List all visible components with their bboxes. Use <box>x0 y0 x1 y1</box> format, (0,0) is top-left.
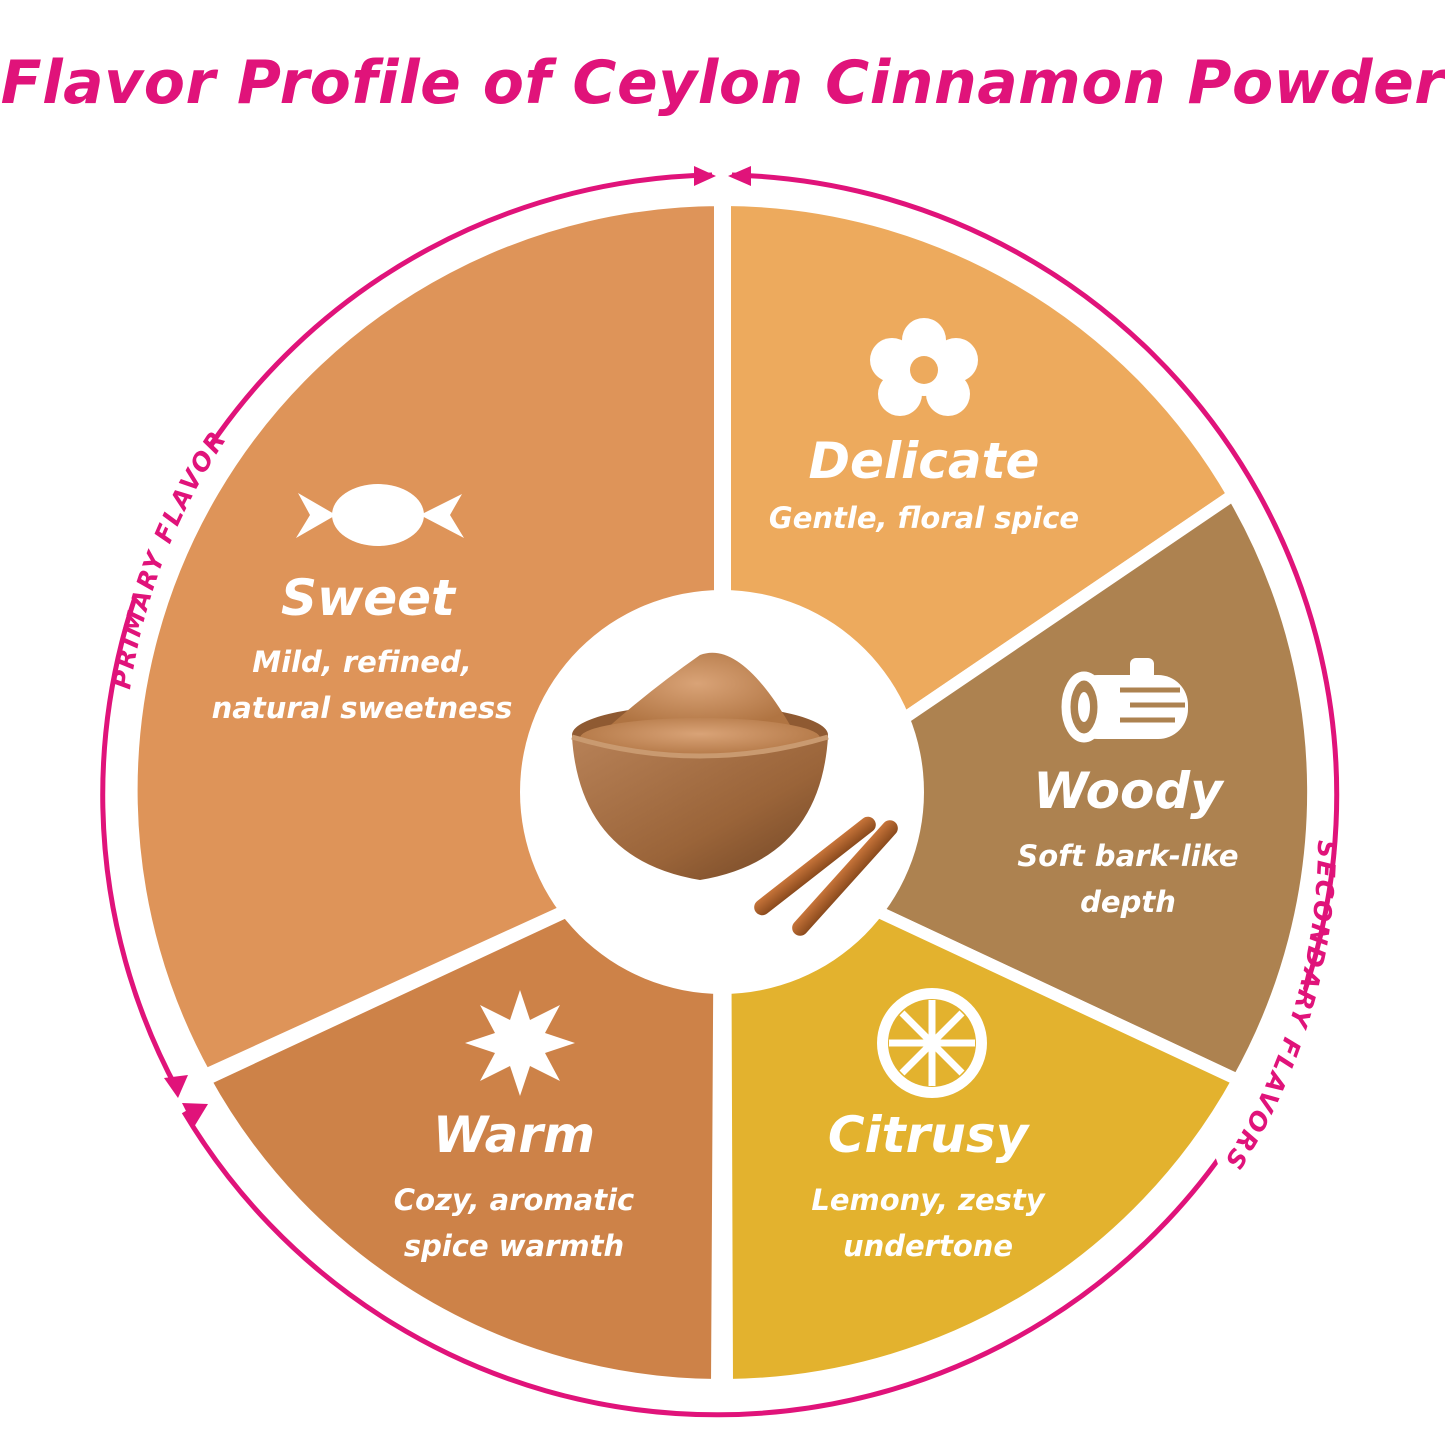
warm-title: Warm <box>433 1106 595 1164</box>
sweet-title: Sweet <box>281 569 457 627</box>
arrowhead-bottom-left <box>164 1075 188 1098</box>
wheel-segments <box>125 194 1320 1391</box>
sweet-desc-line-1: Mild, refined, <box>252 645 472 679</box>
citrusy-desc-line-1: Lemony, zesty <box>811 1183 1045 1217</box>
segment-citrusy[interactable] <box>719 834 1244 1391</box>
woody-desc-line-1: Soft bark-like <box>1017 839 1238 873</box>
starburst-icon <box>465 990 575 1096</box>
center-image <box>520 590 924 994</box>
segment-woody[interactable] <box>719 489 1320 1086</box>
arrowhead-bottom-right <box>182 1103 208 1127</box>
candy-icon <box>296 484 464 546</box>
cinnamon-sticks <box>754 816 898 936</box>
citrusy-title: Citrusy <box>828 1106 1031 1164</box>
log-icon <box>1061 658 1188 743</box>
citrus-slice-icon <box>877 988 987 1098</box>
arrowhead-top-right <box>728 166 751 186</box>
woody-title: Woody <box>1033 762 1225 820</box>
citrusy-desc-line-2: undertone <box>843 1229 1013 1263</box>
warm-desc-line-1: Cozy, aromatic <box>394 1183 634 1217</box>
delicate-desc-line-1: Gentle, floral spice <box>769 501 1079 535</box>
segment-labels: Sweet Mild, refined, natural sweetness D… <box>212 432 1239 1263</box>
sweet-desc-line-2: natural sweetness <box>212 691 513 725</box>
delicate-title: Delicate <box>809 432 1040 490</box>
warm-desc-line-2: spice warmth <box>404 1229 624 1263</box>
segment-warm[interactable] <box>199 834 726 1391</box>
page-title: Flavor Profile of Ceylon Cinnamon Powder <box>0 48 1445 118</box>
woody-desc-line-2: depth <box>1080 885 1176 919</box>
arrowhead-top-left <box>694 166 716 186</box>
flower-icon <box>870 318 978 416</box>
